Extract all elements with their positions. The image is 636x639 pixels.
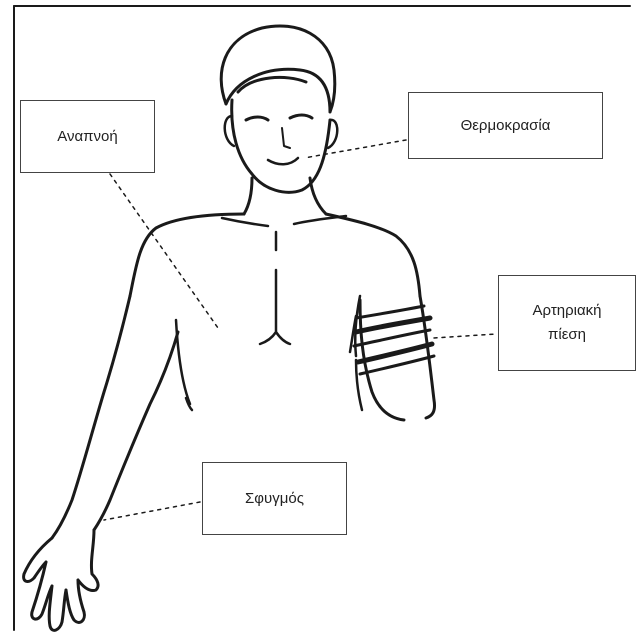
collarbone: [222, 216, 346, 226]
neck-left: [244, 178, 252, 214]
hair: [221, 26, 335, 112]
left-hand: [24, 530, 98, 630]
torso-right-side: [356, 360, 362, 410]
leader-temperature: [304, 140, 406, 158]
leader-blood-pressure: [434, 334, 496, 338]
right-eye: [290, 115, 312, 118]
label-temperature: Θερμοκρασία: [408, 92, 603, 159]
label-blood-pressure: Αρτηριακή πίεση: [498, 275, 636, 371]
left-eye: [246, 117, 268, 120]
right-shoulder: [326, 214, 420, 296]
sternum: [260, 232, 290, 344]
bp-cuff-band-2: [356, 318, 430, 332]
label-blood-pressure-line1: Αρτηριακή: [533, 299, 602, 323]
left-arm-inner: [94, 332, 178, 530]
nose: [282, 128, 290, 148]
label-pulse: Σφυγμός: [202, 462, 347, 535]
leader-pulse: [104, 502, 200, 520]
label-breathing-text: Αναπνοή: [57, 125, 117, 149]
mouth: [268, 158, 298, 164]
label-blood-pressure-line2: πίεση: [548, 323, 586, 347]
label-pulse-text: Σφυγμός: [245, 487, 304, 511]
left-arm-outer: [52, 296, 130, 538]
leader-breathing: [110, 174, 218, 328]
label-temperature-text: Θερμοκρασία: [461, 114, 551, 138]
bp-cuff-band-1: [356, 306, 424, 318]
label-breathing: Αναπνοή: [20, 100, 155, 173]
face-outline: [232, 100, 330, 192]
